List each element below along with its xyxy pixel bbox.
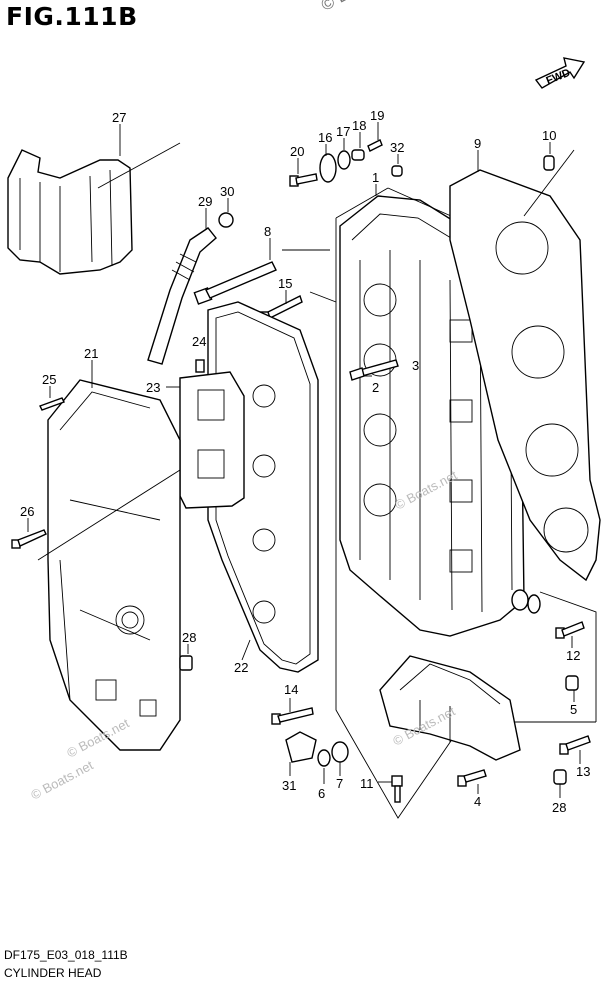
callout-14: 14: [284, 682, 298, 697]
part-31-sensor: [285, 731, 317, 776]
callout-31: 31: [282, 778, 296, 793]
callout-8: 8: [264, 224, 271, 239]
callout-9: 9: [474, 136, 481, 151]
callout-28-left: 28: [182, 630, 196, 645]
callout-4: 4: [474, 794, 481, 809]
callout-23: 23: [146, 380, 160, 395]
lower-housing: [379, 655, 521, 761]
part-19-bolt: [367, 122, 383, 152]
callout-17: 17: [336, 124, 350, 139]
callout-11: 11: [360, 776, 374, 791]
callout-20: 20: [290, 144, 304, 159]
callout-6: 6: [318, 786, 325, 801]
callout-29: 29: [198, 194, 212, 209]
part-4-bolt: [457, 769, 487, 794]
callout-15: 15: [278, 276, 292, 291]
part-8-bolt: [193, 238, 277, 305]
part-13-bolt: [559, 735, 591, 764]
diagram-code: DF175_E03_018_111B: [4, 948, 128, 962]
part-21-head-cover: [47, 360, 181, 751]
callout-24: 24: [192, 334, 206, 349]
part-29-hose: [147, 208, 217, 365]
callout-18: 18: [352, 118, 366, 133]
part-16-plate: [319, 144, 337, 183]
callout-25: 25: [42, 372, 56, 387]
part-32-plug: [391, 154, 403, 177]
part-5-dowel: [565, 675, 579, 702]
callout-12: 12: [566, 648, 580, 663]
callout-10: 10: [542, 128, 556, 143]
part-18-cap: [351, 132, 365, 161]
part-6-washer: [317, 749, 331, 784]
part-9-head-gasket: [449, 150, 601, 582]
callout-21: 21: [84, 346, 98, 361]
callout-1: 1: [372, 170, 379, 185]
callouts: 27 29 30 8 15 24 23 21 25 26 28 22 14 31…: [20, 108, 590, 815]
part-7-o-ring: [331, 741, 349, 776]
callout-7: 7: [336, 776, 343, 791]
callout-13: 13: [576, 764, 590, 779]
part-14-bolt: [271, 698, 314, 725]
callout-16: 16: [318, 130, 332, 145]
callout-30: 30: [220, 184, 234, 199]
part-10-dowel: [543, 142, 555, 171]
fwd-label: FWD: [544, 67, 572, 88]
part-24-bolt: [195, 359, 205, 373]
callout-27: 27: [112, 110, 126, 125]
part-30-clamp: [218, 198, 234, 228]
part-26-bolt: [11, 518, 47, 549]
part-28-bushing-left: [179, 644, 193, 671]
callout-28-right: 28: [552, 800, 566, 815]
part-25-bolt: [39, 386, 65, 411]
part-23-plate: [166, 371, 245, 509]
callout-22: 22: [234, 660, 248, 675]
part-27-heat-shield: [7, 124, 133, 275]
part-12-bolt: [555, 621, 585, 648]
callout-26: 26: [20, 504, 34, 519]
callout-32: 32: [390, 140, 404, 155]
part-2-bolt: [349, 367, 372, 381]
fwd-arrow-icon: FWD: [534, 57, 586, 89]
callout-2: 2: [372, 380, 379, 395]
diagram-caption: CYLINDER HEAD: [4, 966, 102, 980]
part-28-bushing-right: [553, 769, 567, 798]
part-17-o-ring: [337, 138, 351, 170]
callout-3: 3: [412, 358, 419, 373]
figure-title: FIG.111B: [6, 2, 138, 31]
callout-5: 5: [570, 702, 577, 717]
watermark-1: © Boats.net: [28, 757, 96, 802]
part-11-bolt: [378, 775, 403, 803]
callout-19: 19: [370, 108, 384, 123]
part-20-bolt: [289, 158, 318, 187]
